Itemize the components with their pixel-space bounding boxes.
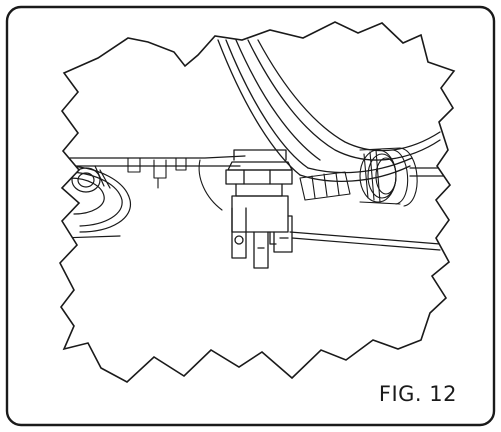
bracket-parts bbox=[127, 157, 223, 211]
cutaway-outline bbox=[59, 21, 456, 383]
chassis-lines bbox=[60, 155, 441, 251]
figure-label: FIG. 12 bbox=[378, 382, 457, 406]
wheel-drawing bbox=[69, 165, 131, 233]
connector-fitting-drawing bbox=[225, 149, 293, 269]
threaded-coupling-drawing bbox=[299, 147, 418, 207]
